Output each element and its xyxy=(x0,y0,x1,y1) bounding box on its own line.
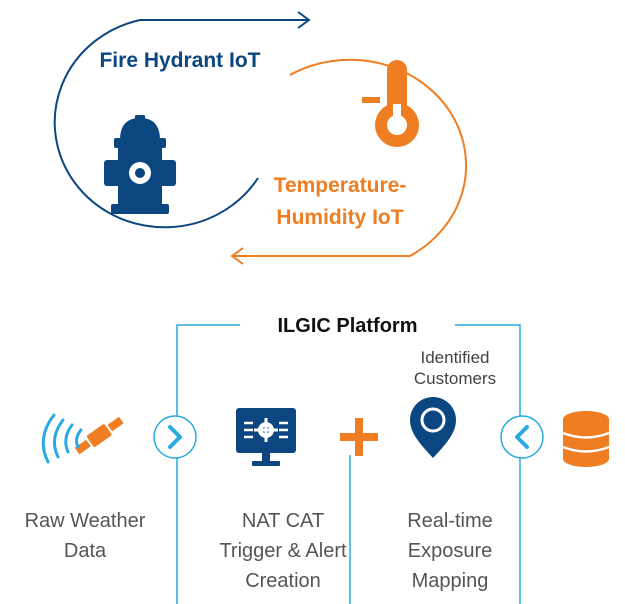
nat-cat-line3: Creation xyxy=(245,570,321,592)
identified-customers-label: Identified Customers xyxy=(390,347,520,390)
nat-cat-line1: NAT CAT xyxy=(241,510,325,532)
fire-hydrant-iot-label: Fire Hydrant IoT xyxy=(99,49,261,72)
chevron-left-icon xyxy=(500,415,544,459)
fire-hydrant-icon xyxy=(104,115,176,214)
monitor-settings-icon xyxy=(236,408,296,466)
blue-arrowhead xyxy=(297,11,311,29)
exposure-line1: Real-time xyxy=(407,510,493,532)
location-pin-icon xyxy=(410,397,456,458)
temperature-label-line1: Temperature- xyxy=(273,174,407,197)
exposure-mapping-caption: Real-time Exposure Mapping xyxy=(380,506,520,596)
identified-line2: Customers xyxy=(413,369,497,389)
nat-cat-caption: NAT CAT Trigger & Alert Creation xyxy=(178,506,388,596)
thermometer-icon xyxy=(362,60,419,147)
nat-cat-line2: Trigger & Alert xyxy=(219,540,347,562)
temperature-humidity-iot-label: Temperature- Humidity IoT xyxy=(240,170,440,233)
identified-line1: Identified xyxy=(420,348,490,367)
chevron-right-icon xyxy=(153,415,197,459)
database-icon xyxy=(562,411,610,467)
orange-arrowhead xyxy=(230,247,244,265)
platform-title: ILGIC Platform xyxy=(240,313,455,339)
raw-weather-data-caption: Raw Weather Data xyxy=(0,506,170,566)
raw-weather-line2: Data xyxy=(63,540,107,562)
blue-loop-arrow xyxy=(53,19,307,229)
temperature-label-line2: Humidity IoT xyxy=(276,205,404,229)
exposure-line3: Mapping xyxy=(411,570,489,592)
satellite-icon xyxy=(41,413,124,464)
raw-weather-line1: Raw Weather xyxy=(24,510,146,532)
exposure-line2: Exposure xyxy=(407,540,493,562)
plus-icon xyxy=(340,418,378,456)
orange-loop-arrow xyxy=(232,58,468,257)
